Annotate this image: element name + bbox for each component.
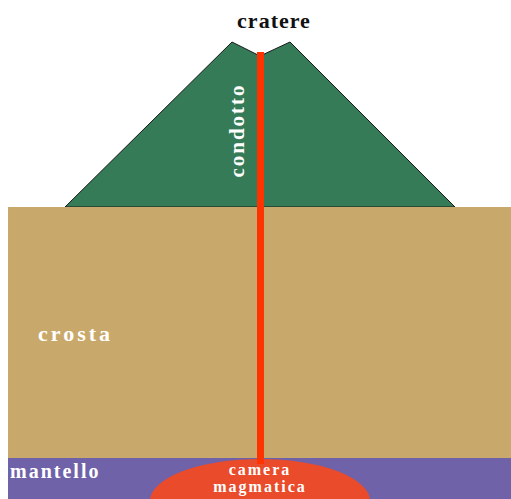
part-label: condotto xyxy=(224,83,249,177)
cone-fill xyxy=(65,42,455,207)
ellipse-fill xyxy=(150,459,370,499)
part-label: mantello xyxy=(10,460,100,483)
crust-band: crosta xyxy=(8,207,511,458)
mantle-band: mantello camera magmatica xyxy=(8,458,511,499)
conduit-line xyxy=(257,52,264,464)
cone-outline xyxy=(65,40,455,207)
magma-chamber: camera magmatica xyxy=(150,459,370,499)
volcano-cone: condotto xyxy=(65,40,455,207)
crater-label: cratere xyxy=(237,8,311,34)
part-label: crosta xyxy=(38,321,113,347)
part-label: camera magmatica xyxy=(190,461,330,495)
